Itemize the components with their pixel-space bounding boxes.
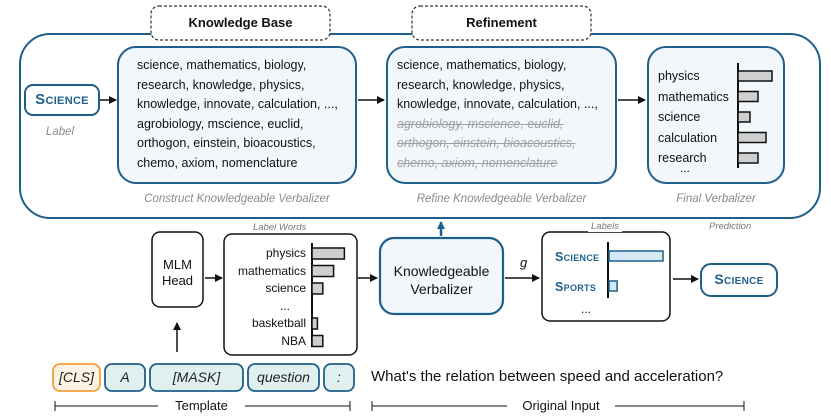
token-mask-box [149,363,244,392]
label-box [24,84,100,116]
label-word: physics [265,246,306,260]
prediction-caption: Prediction [709,221,752,232]
mlm-head-label: MLM Head [152,257,203,289]
label-word: NBA [281,333,306,348]
output-science-text: Science [714,271,764,287]
construct-word-line: agrobiology, mscience, euclid, [137,116,304,131]
labels-bar [608,250,664,262]
token-mask: [MASK] [172,369,221,385]
final-bar [737,70,773,82]
question-text: What's the relation between speed and ac… [371,368,724,385]
refine-word-line: knowledge, innovate, calculation, ..., [397,97,598,111]
labels-box [541,231,671,322]
construct-panel [117,46,357,184]
template-label: Template [175,398,228,413]
kv-line: Verbalizer [410,281,473,297]
labels-title: Labels [588,221,622,232]
construct-word-line: orthogon, einstein, bioacoustics, [137,136,316,150]
label-word: science [265,281,306,295]
refine-panel [386,46,617,184]
label-science-text: Science [35,91,89,108]
kv-label: Knowledgeable Verbalizer [380,262,503,298]
token-a-box [104,363,146,392]
token-cls: [CLS] [58,369,94,385]
mlm-head-box [151,231,204,308]
final-word: calculation [658,130,718,145]
label-word-bar [311,247,346,260]
refinement-label: Refinement [466,15,537,30]
label-word-bar [311,334,324,348]
original-input-label: Original Input [522,398,600,413]
label-word-bar [311,317,319,330]
token-question: question [257,369,310,385]
refine-word-list: science, mathematics, biology, research,… [397,56,598,173]
knowledge-base-label: Knowledge Base [188,15,293,30]
labels-item-science: Science [555,250,600,264]
label-word: ... [279,298,290,313]
token-question-box [247,363,320,392]
refine-struck-word-line: orthogon, einstein, bioacoustics, [397,136,576,150]
mlm-head-line: Head [161,273,194,288]
construct-word-list: science, mathematics, biology, research,… [137,56,338,173]
mlm-head-line: MLM [163,257,192,272]
label-word: basketball [251,316,306,330]
token-cls-box [52,363,101,392]
construct-word-line: knowledge, innovate, calculation, ..., [137,97,338,111]
token-colon: : [337,369,341,385]
label-caption: Label [45,126,75,138]
final-word: research [658,151,707,165]
final-ellipsis: ... [680,161,691,175]
final-bars [737,70,773,164]
kv-line: Knowledgeable [393,263,490,279]
label-word-bar [311,282,324,295]
labels-bar [608,280,618,292]
kv-box [378,236,505,316]
construct-caption: Construct Knowledgeable Verbalizer [144,193,330,205]
g-symbol: g [520,255,528,270]
final-word: mathematics [658,89,729,104]
label-words-title: Label Words [250,222,310,233]
refine-struck-word-line: chemo, axiom, nomenclature [397,155,558,170]
labels-bars [608,250,664,292]
output-box [700,263,778,297]
final-bar [737,131,767,144]
final-bar [737,111,751,123]
labels-item-sports: Sports [555,280,597,294]
refine-struck-word-line: agrobiology, mscience, euclid, [397,116,564,131]
refine-word-line: research, knowledge, physics, [397,77,565,92]
construct-word-line: science, mathematics, biology, [137,58,307,72]
final-word: science [658,110,701,124]
final-word: physics [658,69,700,83]
label-word: mathematics [237,263,306,278]
label-words-bars [311,247,346,348]
labels-ellipsis: ... [581,302,592,316]
refinement-tag [411,5,592,41]
label-word-bar [311,264,335,278]
final-bar [737,152,759,164]
refine-caption: Refine Knowledgeable Verbalizer [416,193,587,205]
label-words-list: physics mathematics science ... basketba… [228,245,306,350]
final-caption: Final Verbalizer [676,193,756,205]
construct-word-line: chemo, axiom, nomenclature [137,155,298,170]
label-words-box [223,233,358,356]
token-colon-box [323,363,355,392]
knowledge-base-tag [150,5,331,41]
token-a: A [120,369,130,385]
refine-word-line: science, mathematics, biology, [397,58,567,72]
construct-word-line: research, knowledge, physics, [137,77,305,92]
final-bar [737,90,759,103]
final-word-list: physics mathematics science calculation … [658,66,729,169]
